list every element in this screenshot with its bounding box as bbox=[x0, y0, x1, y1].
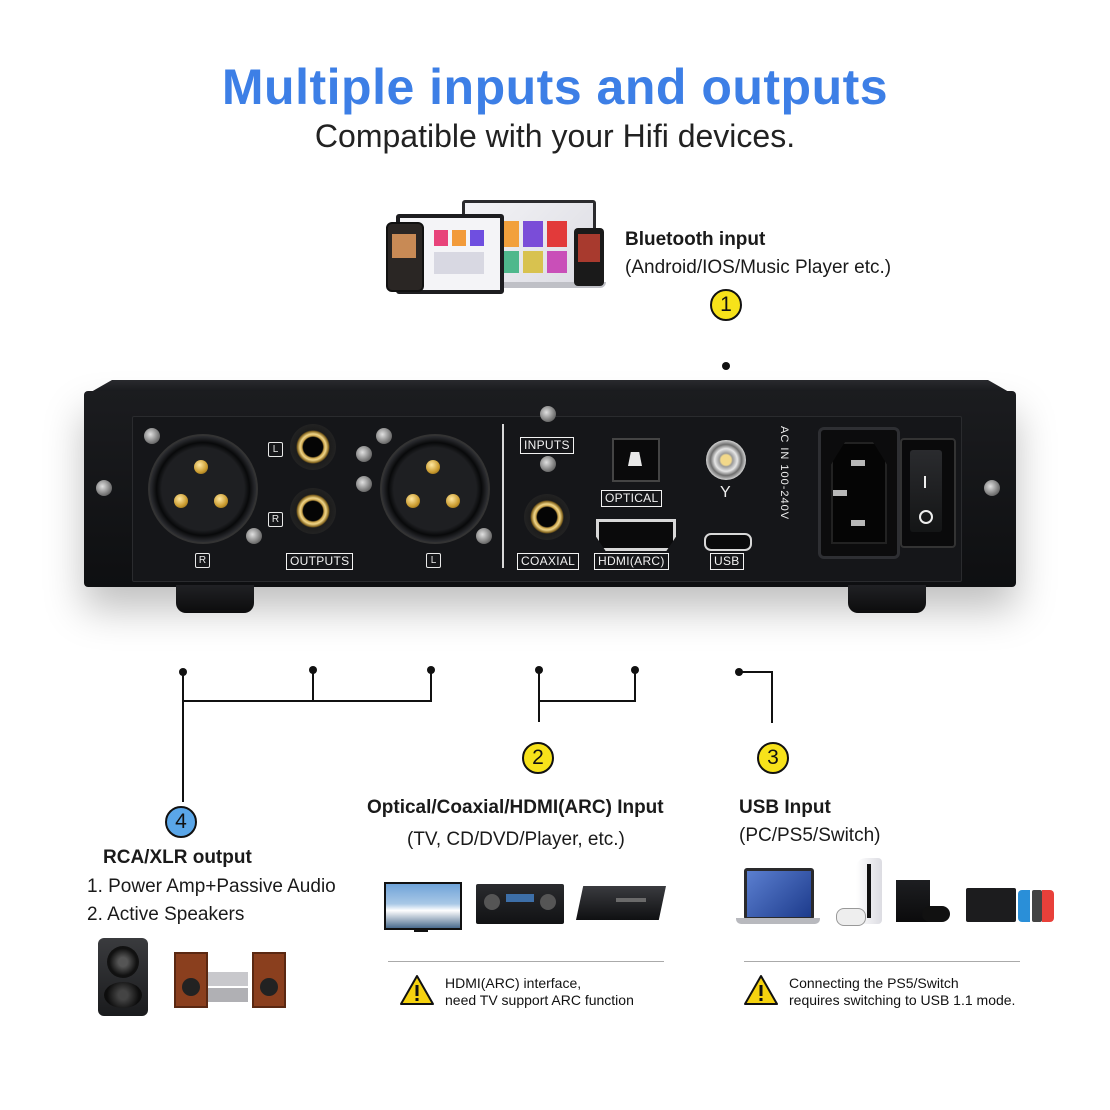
ac-voltage-label: AC IN 100-240V bbox=[778, 426, 790, 521]
output-title: RCA/XLR output bbox=[103, 847, 252, 868]
callout-badge-1: 1 bbox=[710, 289, 742, 321]
hdmi-warning-line1: HDMI(ARC) interface, bbox=[445, 975, 582, 991]
dvd-player-image bbox=[576, 886, 666, 920]
digital-input-desc: (TV, CD/DVD/Player, etc.) bbox=[407, 829, 625, 850]
av-receiver-image bbox=[476, 884, 564, 924]
page-title: Multiple inputs and outputs bbox=[221, 59, 889, 115]
xlr-pin bbox=[194, 460, 208, 474]
music-player-image bbox=[574, 228, 604, 286]
callout-badge-3: 3 bbox=[757, 742, 789, 774]
warning-icon bbox=[399, 974, 435, 1006]
usb-input-title: USB Input bbox=[739, 797, 831, 818]
phone-image bbox=[386, 222, 424, 292]
xlr-pin bbox=[174, 494, 188, 508]
panel-screw bbox=[144, 428, 160, 444]
outputs-label: OUTPUTS bbox=[286, 553, 354, 570]
chassis-screw-left bbox=[96, 480, 112, 496]
ps5-controller-image bbox=[836, 908, 866, 926]
coaxial-input-jack bbox=[524, 494, 570, 540]
xlr-pin bbox=[406, 494, 420, 508]
output-item-1: 1. Power Amp+Passive Audio bbox=[87, 876, 336, 897]
warning-separator bbox=[388, 961, 664, 962]
panel-screw bbox=[356, 446, 372, 462]
connector-line bbox=[771, 671, 773, 723]
xlr-left-label: L bbox=[426, 553, 441, 568]
device-foot-left bbox=[176, 585, 254, 613]
panel-screw bbox=[540, 406, 556, 422]
panel-screw bbox=[540, 456, 556, 472]
panel-screw bbox=[246, 528, 262, 544]
panel-screw bbox=[376, 428, 392, 444]
ac-power-socket bbox=[818, 427, 900, 559]
inputs-label: INPUTS bbox=[520, 437, 574, 454]
coaxial-label: COAXIAL bbox=[517, 553, 580, 570]
optical-label: OPTICAL bbox=[601, 490, 663, 507]
connector-line bbox=[739, 671, 773, 673]
xlr-output-left bbox=[380, 434, 490, 544]
rca-left-label: L bbox=[268, 442, 283, 457]
chassis-screw-right bbox=[984, 480, 1000, 496]
tv-image bbox=[384, 882, 462, 930]
xlr-output-right bbox=[148, 434, 258, 544]
connector-line bbox=[182, 672, 184, 802]
rca-output-right bbox=[290, 488, 336, 534]
bluetooth-pointer-dot bbox=[722, 362, 730, 370]
active-speaker-image bbox=[98, 938, 148, 1016]
callout-badge-2: 2 bbox=[522, 742, 554, 774]
xlr-pin bbox=[446, 494, 460, 508]
hdmi-arc-port bbox=[596, 519, 676, 551]
bluetooth-antenna-connector bbox=[706, 440, 746, 480]
laptop-base bbox=[736, 918, 820, 924]
connector-line bbox=[430, 670, 432, 702]
usb-label: USB bbox=[710, 553, 744, 570]
rca-output-left bbox=[290, 424, 336, 470]
switch-console-image bbox=[966, 888, 1056, 924]
device-foot-right bbox=[848, 585, 926, 613]
bluetooth-input-title: Bluetooth input bbox=[625, 229, 766, 250]
panel-divider bbox=[502, 424, 504, 568]
warning-icon bbox=[743, 974, 779, 1006]
hdmi-label: HDMI(ARC) bbox=[594, 553, 669, 570]
connector-line bbox=[538, 670, 540, 722]
callout-badge-4: 4 bbox=[165, 806, 197, 838]
xlr-pin bbox=[426, 460, 440, 474]
ps4-controller-image bbox=[922, 906, 950, 922]
rca-right-label: R bbox=[268, 512, 283, 527]
panel-screw bbox=[356, 476, 372, 492]
page-subtitle: Compatible with your Hifi devices. bbox=[314, 118, 796, 154]
connector-line bbox=[538, 700, 636, 702]
digital-input-title: Optical/Coaxial/HDMI(ARC) Input bbox=[367, 797, 664, 818]
ps5-warning-line2: requires switching to USB 1.1 mode. bbox=[789, 992, 1016, 1008]
bluetooth-devices-image bbox=[386, 198, 608, 294]
ps5-warning-line1: Connecting the PS5/Switch bbox=[789, 975, 959, 991]
hdmi-warning-line2: need TV support ARC function bbox=[445, 992, 634, 1008]
power-switch[interactable] bbox=[900, 438, 956, 548]
bluetooth-input-desc: (Android/IOS/Music Player etc.) bbox=[625, 257, 892, 278]
output-item-2: 2. Active Speakers bbox=[87, 904, 245, 925]
xlr-right-label: R bbox=[195, 553, 210, 568]
optical-input-port bbox=[612, 438, 660, 482]
antenna-icon: Y bbox=[720, 484, 731, 501]
panel-screw bbox=[476, 528, 492, 544]
hifi-system-image bbox=[174, 946, 286, 1008]
usb-input-desc: (PC/PS5/Switch) bbox=[739, 825, 881, 846]
xlr-pin bbox=[214, 494, 228, 508]
usb-c-port bbox=[704, 533, 752, 551]
connector-line bbox=[312, 670, 314, 702]
tv-stand bbox=[414, 928, 428, 932]
warning-separator bbox=[744, 961, 1020, 962]
connector-line bbox=[182, 700, 432, 702]
connector-line bbox=[634, 670, 636, 702]
laptop-pc-image bbox=[744, 868, 814, 920]
